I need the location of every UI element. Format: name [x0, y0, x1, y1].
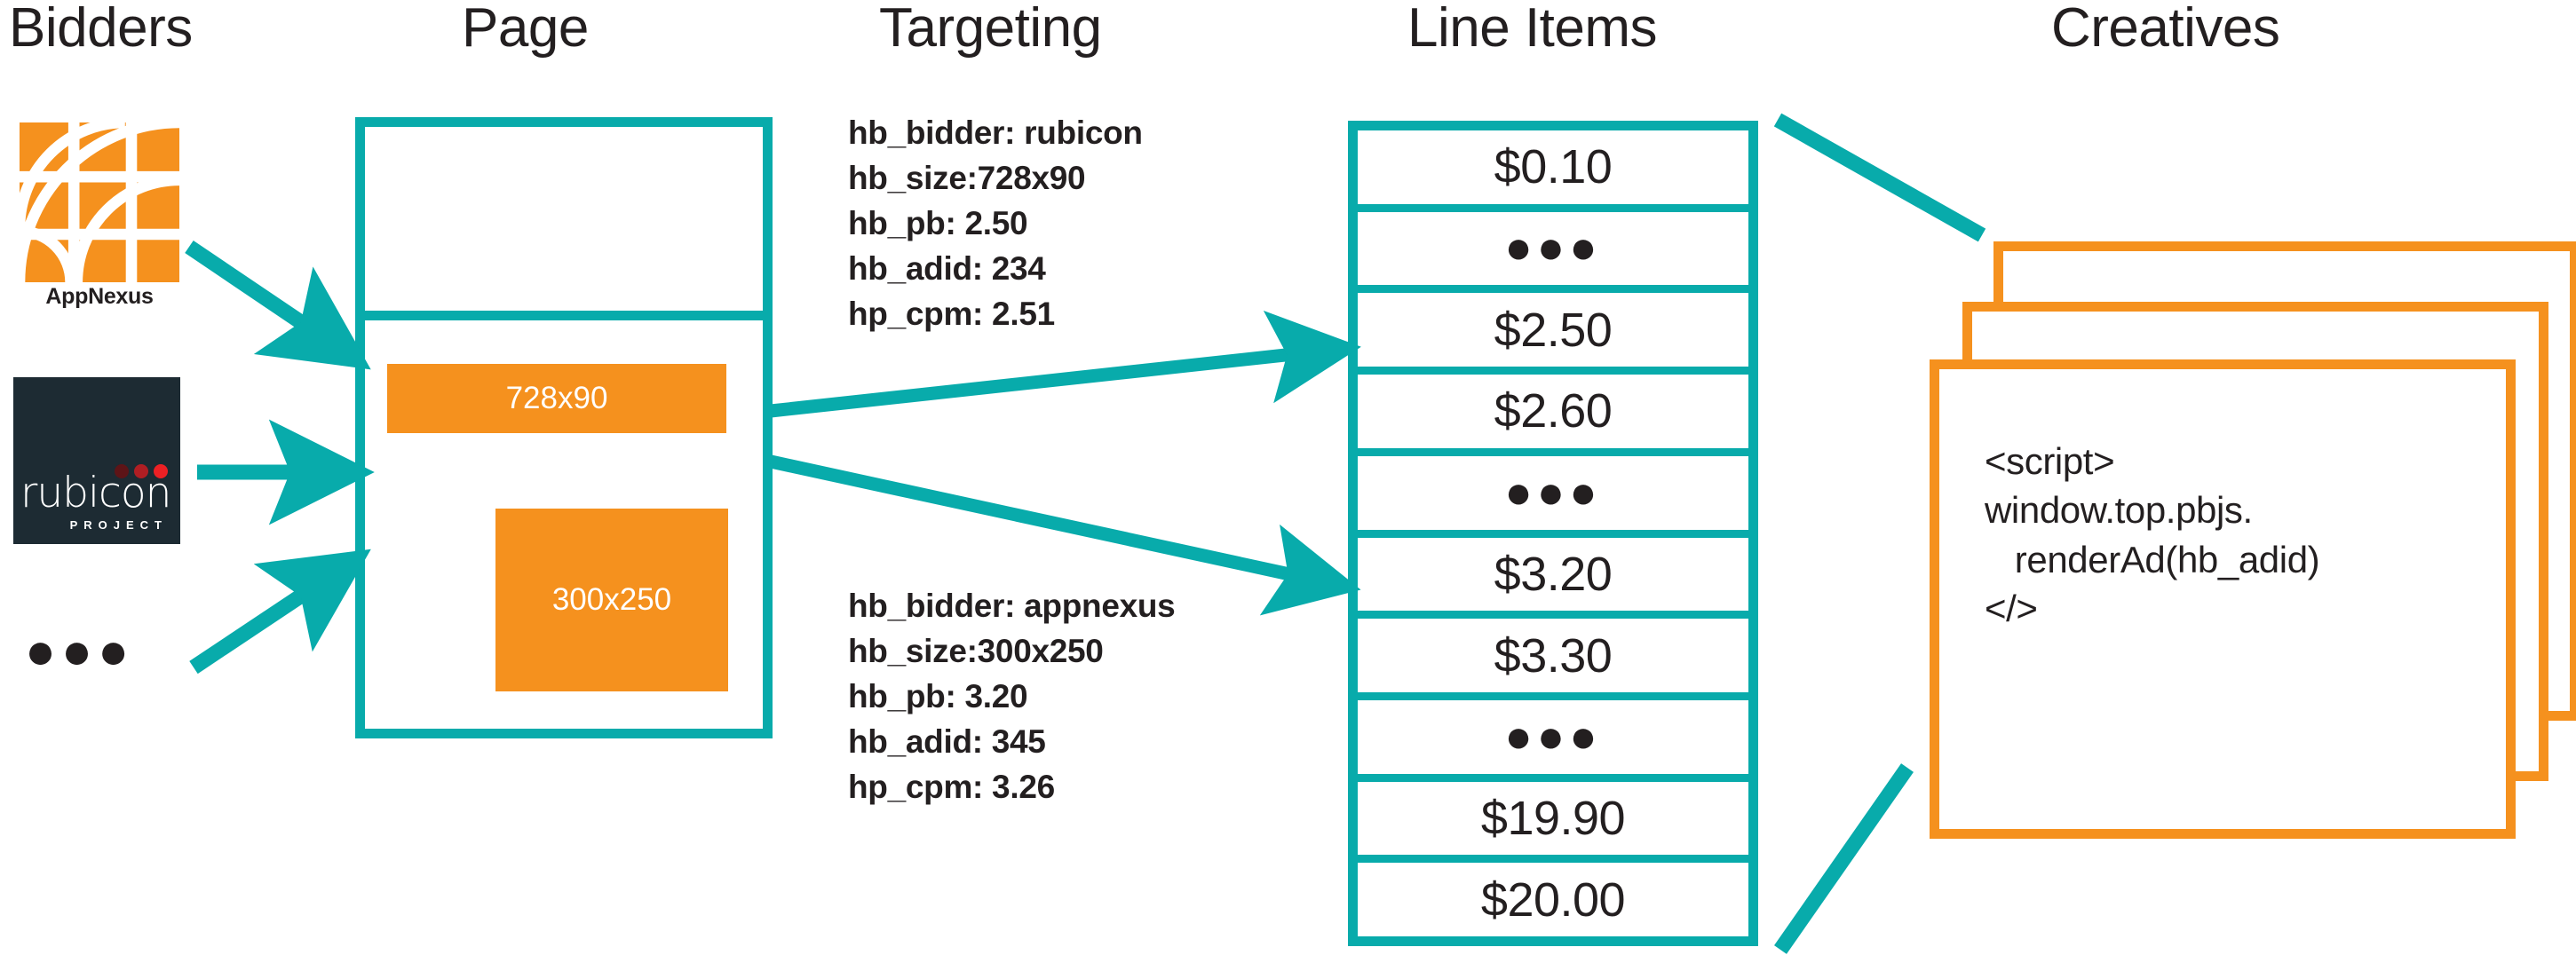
- targeting-line: hb_size:300x250: [848, 633, 1104, 670]
- targeting-block-rubicon: hb_bidder: rubicon hb_size:728x90 hb_pb:…: [848, 110, 1143, 336]
- targeting-block-appnexus: hb_bidder: appnexus hb_size:300x250 hb_p…: [848, 583, 1176, 809]
- ad-slot-300x250[interactable]: 300x250: [495, 509, 728, 691]
- column-header-bidders: Bidders: [9, 0, 193, 59]
- page-header-divider: [355, 311, 773, 320]
- bidders-more-ellipsis: ●●●: [25, 622, 135, 680]
- targeting-line: hb_pb: 3.20: [848, 678, 1028, 715]
- line-item-row[interactable]: $20.00: [1480, 872, 1626, 927]
- column-header-targeting: Targeting: [879, 0, 1102, 59]
- line-item-row: ●●●: [1358, 700, 1748, 782]
- appnexus-label: AppNexus: [45, 284, 154, 309]
- line-item-row[interactable]: $19.90: [1358, 782, 1748, 864]
- line-item-row[interactable]: $3.20: [1358, 538, 1748, 620]
- targeting-line: hb_adid: 345: [848, 723, 1046, 761]
- targeting-line: hb_adid: 234: [848, 250, 1046, 288]
- targeting-line: hb_bidder: rubicon: [848, 114, 1143, 151]
- line-item-row: ●●●: [1358, 456, 1748, 538]
- rubicon-subtitle: PROJECT: [69, 518, 168, 532]
- rubicon-dots: [115, 464, 168, 478]
- creative-card-front[interactable]: [1930, 359, 2516, 839]
- rubicon-project-logo-icon: rubicon PROJECT: [13, 377, 180, 544]
- column-header-creatives: Creatives: [2051, 0, 2280, 59]
- line-items-list: $0.10 ●●● $2.50 $2.60 ●●● $3.20 $3.30 ●●…: [1348, 121, 1758, 946]
- line-item-row: ●●●: [1358, 212, 1748, 294]
- line-item-row[interactable]: $2.60: [1358, 375, 1748, 456]
- line-item-row[interactable]: $2.50: [1358, 293, 1748, 375]
- targeting-line: hb_pb: 2.50: [848, 205, 1028, 242]
- targeting-line: hp_cpm: 3.26: [848, 769, 1055, 806]
- column-header-lineitems: Line Items: [1407, 0, 1658, 59]
- targeting-line: hp_cpm: 2.51: [848, 296, 1055, 333]
- targeting-line: hb_size:728x90: [848, 160, 1086, 197]
- creative-code-snippet: <script> window.top.pbjs. renderAd(hb_ad…: [1985, 440, 2320, 630]
- line-item-row[interactable]: $0.10: [1358, 130, 1748, 212]
- targeting-line: hb_bidder: appnexus: [848, 588, 1176, 624]
- appnexus-logo-icon: [20, 122, 179, 282]
- column-header-page: Page: [462, 0, 589, 59]
- line-item-row[interactable]: $3.30: [1358, 619, 1748, 700]
- ad-slot-728x90[interactable]: 728x90: [387, 364, 726, 433]
- rubicon-wordmark: rubicon: [20, 469, 171, 517]
